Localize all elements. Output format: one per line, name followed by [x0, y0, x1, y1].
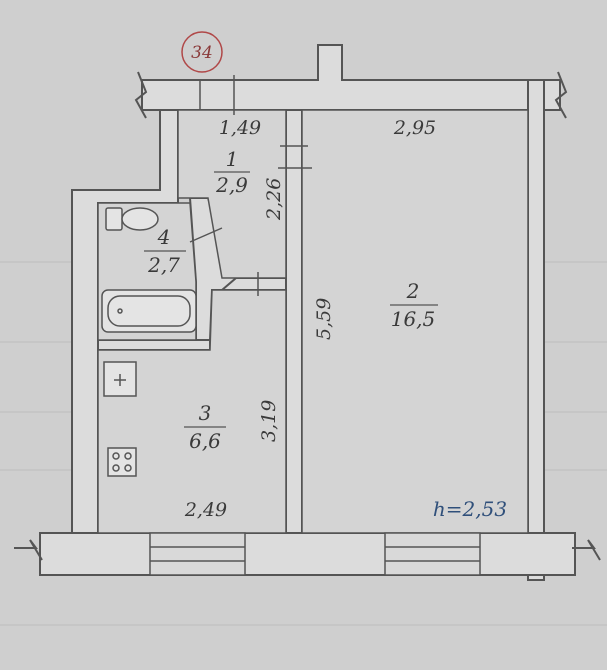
- room-3-floor: [97, 289, 287, 534]
- room-interiors: [97, 109, 529, 534]
- room-1-floor: [177, 109, 287, 279]
- dim-room3-depth: 3,19: [258, 400, 280, 442]
- room-3-number: 3: [199, 401, 212, 425]
- dim-room3-width: 2,49: [184, 499, 227, 521]
- break-top-left: [134, 71, 148, 119]
- right-wall: [527, 79, 545, 581]
- apartment-number: 34: [191, 43, 213, 63]
- dim-room1-width: 1,49: [219, 117, 261, 139]
- room-2-floor: [301, 109, 529, 534]
- room-2-number: 2: [406, 279, 420, 303]
- room-label-4: 4 2,7: [144, 225, 186, 277]
- dim-room2-depth: 5,59: [313, 298, 335, 340]
- room-4-number: 4: [157, 225, 171, 249]
- room-label-3: 3 6,6: [184, 401, 226, 453]
- bathtub-icon: [101, 289, 197, 333]
- room-label-2: 2 16,5: [390, 279, 438, 331]
- windows: [149, 532, 481, 576]
- room-2-area: 16,5: [391, 307, 436, 331]
- stove-icon: [107, 447, 137, 477]
- door-marks: [189, 75, 312, 296]
- dim-room2-width: 2,95: [393, 117, 436, 139]
- apartment-badge: 34: [181, 31, 223, 73]
- partition-main: [285, 109, 303, 534]
- break-bottom-right: [572, 539, 601, 561]
- partition-bath-kitchen: [97, 339, 211, 351]
- toilet-icon: [105, 207, 159, 231]
- bottom-wall: [39, 532, 576, 576]
- window-kitchen: [149, 532, 246, 576]
- break-top-right: [554, 71, 568, 119]
- break-marks: [14, 71, 601, 561]
- room-4-area: 2,7: [147, 253, 180, 277]
- dim-room1-depth: 2,26: [263, 178, 285, 221]
- room-1-area: 2,9: [215, 173, 248, 197]
- window-room: [384, 532, 481, 576]
- break-bottom-left: [14, 539, 43, 561]
- room-1-number: 1: [226, 147, 239, 171]
- room-3-area: 6,6: [189, 429, 221, 453]
- room-label-1: 1 2,9: [214, 147, 250, 197]
- sink-icon: [103, 361, 137, 397]
- ceiling-height: h=2,53: [433, 497, 507, 521]
- fixtures: [101, 207, 197, 477]
